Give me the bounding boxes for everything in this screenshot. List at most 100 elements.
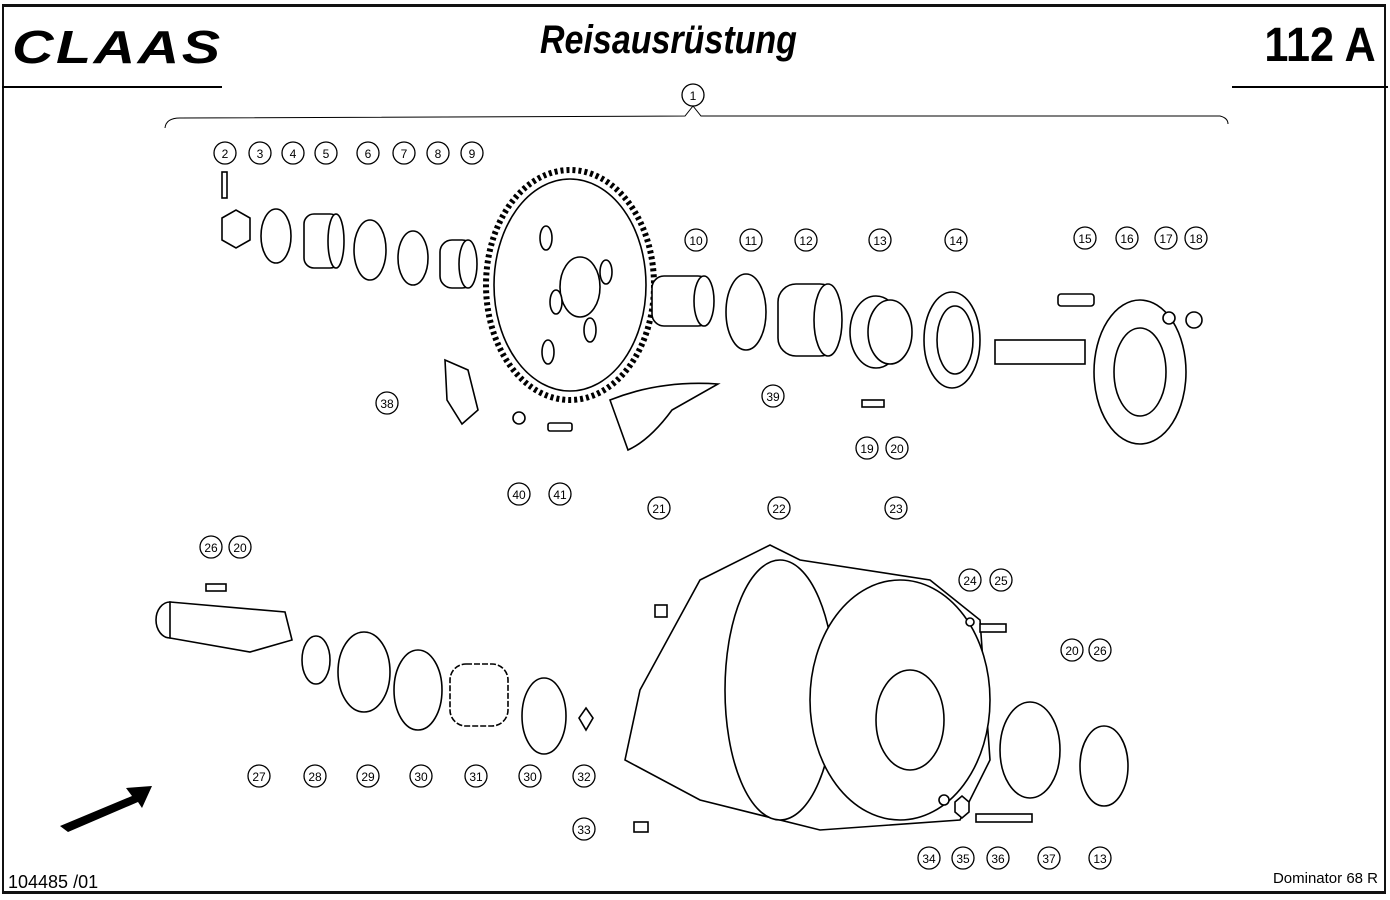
callout-number: 1 [690,89,697,103]
callout-33: 33 [572,817,596,841]
callout-number: 20 [890,442,904,456]
callout-41: 41 [548,482,572,506]
callout-number: 17 [1159,232,1173,246]
callout-number: 13 [1093,852,1107,866]
callout-number: 3 [257,147,264,161]
callout-circle [375,391,399,415]
callout-number: 36 [991,852,1005,866]
callout-number: 5 [323,147,330,161]
callout-13: 13 [1088,846,1112,870]
callout-5: 5 [314,141,338,165]
callout-22: 22 [767,496,791,520]
callout-37: 37 [1037,846,1061,870]
callout-21: 21 [647,496,671,520]
callout-23: 23 [884,496,908,520]
callout-circle [989,568,1013,592]
nut-part [221,209,251,249]
callout-38: 38 [375,391,399,415]
callout-number: 12 [799,234,813,248]
callout-circle [460,141,484,165]
callout-number: 27 [252,770,266,784]
page-number: 112 A [1264,19,1376,72]
callout-number: 21 [652,502,666,516]
callout-36: 36 [986,846,1010,870]
callout-15: 15 [1073,226,1097,250]
callout-35: 35 [951,846,975,870]
callout-2: 2 [213,141,237,165]
callout-17: 17 [1154,226,1178,250]
callout-number: 8 [435,147,442,161]
callout-number: 14 [949,234,963,248]
callout-20: 20 [885,436,909,460]
seal-part [301,635,331,685]
callout-number: 20 [1065,644,1079,658]
callout-circle [464,764,488,788]
callout-number: 39 [766,390,780,404]
callout-6: 6 [356,141,380,165]
callout-circle [281,141,305,165]
callout-circle [1088,638,1112,662]
callout-20: 20 [228,535,252,559]
callout-1: 1 [681,83,705,107]
callout-number: 25 [994,574,1008,588]
callout-circle [951,846,975,870]
callout-8: 8 [426,141,450,165]
callout-circle [548,482,572,506]
callout-number: 34 [922,852,936,866]
callout-18: 18 [1184,226,1208,250]
callout-27: 27 [247,764,271,788]
callout-30: 30 [409,764,433,788]
callout-circle [426,141,450,165]
page-title: Reisausrüstung [540,18,797,62]
callout-circle [572,764,596,788]
callout-7: 7 [392,141,416,165]
callout-number: 6 [365,147,372,161]
callout-number: 35 [956,852,970,866]
callout-circle [1115,226,1139,250]
callout-circle [684,228,708,252]
callout-circle [572,817,596,841]
ring-part [260,208,292,264]
callout-number: 22 [772,502,786,516]
callout-19: 19 [855,436,879,460]
callout-28: 28 [303,764,327,788]
guard-part [608,382,721,452]
callout-14: 14 [944,228,968,252]
callout-9: 9 [460,141,484,165]
callout-number: 18 [1189,232,1203,246]
callout-32: 32 [572,764,596,788]
ring-part [353,219,387,281]
callout-circle [1154,226,1178,250]
callout-40: 40 [507,482,531,506]
callout-circle [213,141,237,165]
callout-10: 10 [684,228,708,252]
callout-number: 10 [689,234,703,248]
cover-part [444,358,479,426]
document-number: 104485 /01 [8,872,99,892]
callout-30: 30 [518,764,542,788]
callout-circle [761,384,785,408]
callout-circle [855,436,879,460]
callout-circle [1073,226,1097,250]
callout-number: 16 [1120,232,1134,246]
pin-part [221,171,228,199]
callout-number: 24 [963,574,977,588]
callout-16: 16 [1115,226,1139,250]
bearing-cover-part [337,631,391,713]
tube-part [169,601,293,653]
callout-circle [739,228,763,252]
callout-3: 3 [248,141,272,165]
callout-number: 30 [523,770,537,784]
callout-circle [647,496,671,520]
callout-circle [958,568,982,592]
callout-number: 41 [553,488,567,502]
callout-26: 26 [1088,638,1112,662]
callout-4: 4 [281,141,305,165]
parts-drawing [60,167,1203,833]
seal-part [1079,725,1129,807]
callout-number: 33 [577,823,591,837]
drawing-frame [2,4,1386,894]
callout-26: 26 [199,535,223,559]
callout-circle [248,141,272,165]
callout-circle [917,846,941,870]
